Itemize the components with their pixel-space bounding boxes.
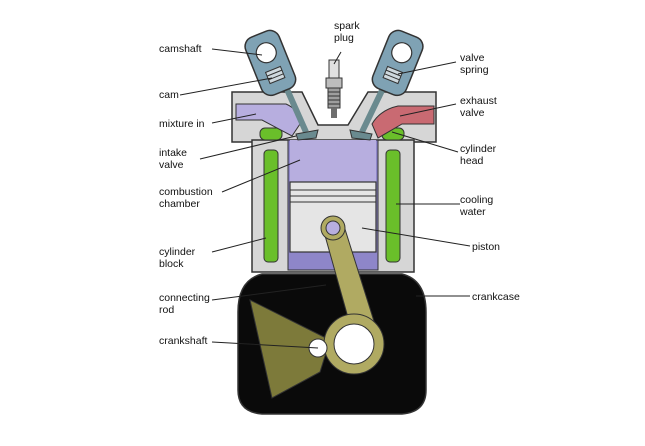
cooling-water-head-left bbox=[259, 127, 283, 141]
camshaft-right bbox=[371, 29, 424, 97]
label-cam: cam bbox=[159, 89, 179, 101]
label-valve-spring: valve spring bbox=[460, 52, 489, 76]
label-intake-valve: intake valve bbox=[159, 147, 188, 171]
label-connecting-rod: connecting rod bbox=[159, 292, 210, 316]
crankshaft bbox=[249, 299, 331, 399]
label-spark-plug: spark plug bbox=[334, 20, 360, 44]
label-mixture-in: mixture in bbox=[159, 118, 205, 130]
label-exhaust-valve: exhaust valve bbox=[460, 95, 497, 119]
label-cylinder-head: cylinder head bbox=[460, 143, 497, 167]
cooling-water-right bbox=[385, 149, 401, 263]
camshaft-left bbox=[244, 29, 297, 97]
combustion-chamber bbox=[290, 140, 376, 182]
label-cooling-water: cooling water bbox=[460, 194, 494, 218]
label-camshaft: camshaft bbox=[159, 43, 202, 55]
label-combustion-chamber: combustion chamber bbox=[159, 186, 213, 210]
connecting-rod bbox=[308, 215, 385, 375]
label-crankshaft: crankshaft bbox=[159, 335, 208, 347]
label-crankcase: crankcase bbox=[472, 291, 520, 303]
exhaust-port bbox=[371, 105, 435, 139]
label-cylinder-block: cylinder block bbox=[159, 246, 196, 270]
spark-plug bbox=[325, 59, 343, 118]
cooling-water-left bbox=[263, 149, 279, 263]
leader-lines bbox=[179, 48, 471, 349]
label-piston: piston bbox=[472, 241, 501, 253]
